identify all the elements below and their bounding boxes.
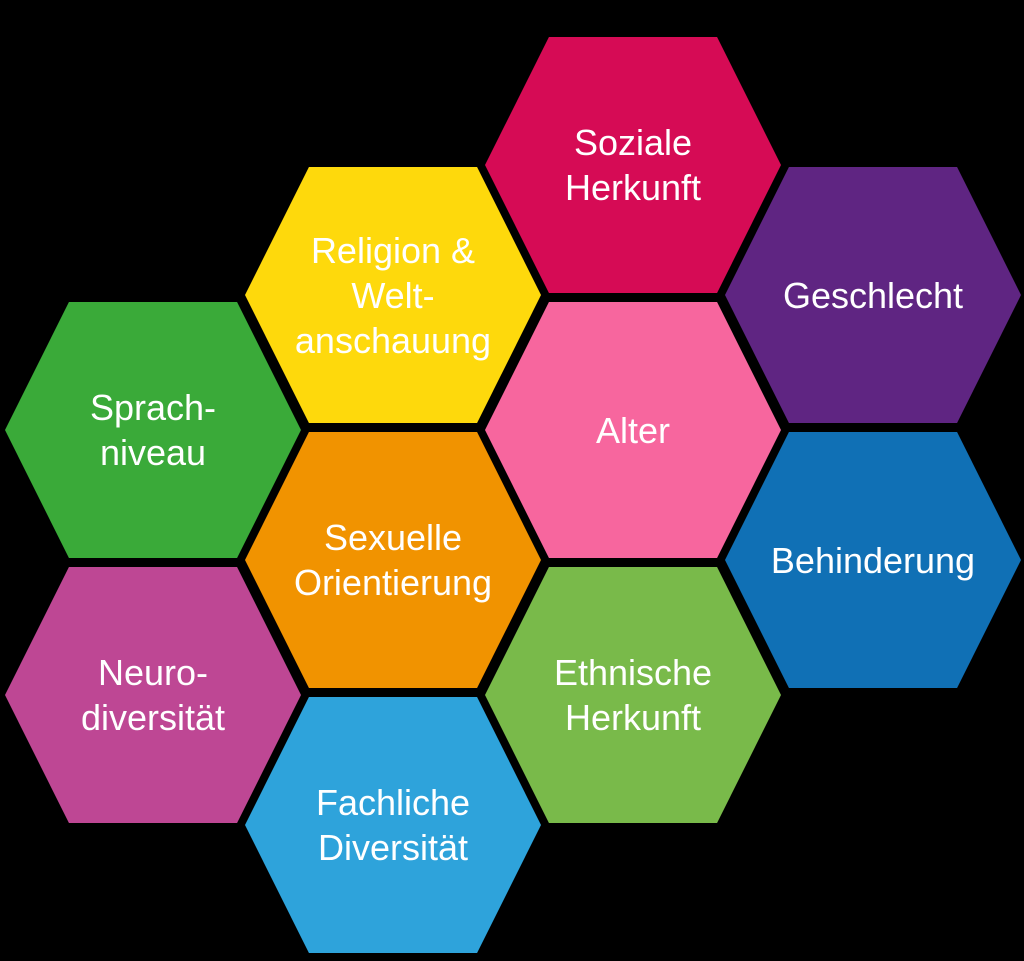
hexagon-behinderung: Behinderung (725, 432, 1021, 688)
label-line: Behinderung (770, 539, 976, 581)
label-line: Ethnische (553, 652, 713, 693)
label-line: Geschlecht (782, 274, 964, 316)
label-line: Neuro- (97, 652, 209, 693)
label-line: Alter (595, 409, 671, 451)
hexagon-label-ethnische-herkunft: Ethnische Herkunft (554, 650, 712, 740)
hexagon-geschlecht: Geschlecht (725, 167, 1021, 423)
hexagon-label-soziale-herkunft: Soziale Herkunft (565, 120, 701, 210)
hexagon-label-sexuelle-orientierung: Sexuelle Orientierung (294, 515, 492, 605)
hexagon-soziale-herkunft: Soziale Herkunft (485, 37, 781, 293)
label-line: Welt- (351, 274, 435, 316)
hexagon-sprachniveau: Sprach- niveau (5, 302, 301, 558)
label-line: Orientierung (293, 562, 493, 603)
hexagon-label-alter: Alter (596, 408, 670, 453)
hexagon-label-fachliche-diversitaet: Fachliche Diversität (316, 780, 470, 870)
hexagon-label-geschlecht: Geschlecht (783, 273, 963, 318)
label-line: Fachliche (315, 782, 471, 823)
label-line: Religion & (310, 229, 476, 271)
label-line: anschauung (294, 319, 492, 361)
hexagon-label-neurodiversitaet: Neuro- diversität (81, 650, 225, 740)
label-line: Diversität (317, 827, 468, 868)
hexagon-sexuelle-orientierung: Sexuelle Orientierung (245, 432, 541, 688)
label-line: Sexuelle (323, 517, 463, 558)
label-line: niveau (99, 432, 207, 473)
label-line: Soziale (573, 122, 693, 163)
hexagon-neurodiversitaet: Neuro- diversität (5, 567, 301, 823)
label-line: diversität (80, 697, 226, 738)
hexagon-religion-weltanschauung: Religion & Welt- anschauung (245, 167, 541, 423)
label-line: Herkunft (564, 697, 702, 738)
hexagon-fachliche-diversitaet: Fachliche Diversität (245, 697, 541, 953)
label-line: Sprach- (89, 387, 217, 428)
hexagon-label-religion-weltanschauung: Religion & Welt- anschauung (295, 228, 491, 363)
hexagon-ethnische-herkunft: Ethnische Herkunft (485, 567, 781, 823)
hexagon-label-sprachniveau: Sprach- niveau (90, 385, 216, 475)
label-line: Herkunft (564, 167, 702, 208)
hexagon-label-behinderung: Behinderung (771, 538, 975, 583)
hexagon-alter: Alter (485, 302, 781, 558)
